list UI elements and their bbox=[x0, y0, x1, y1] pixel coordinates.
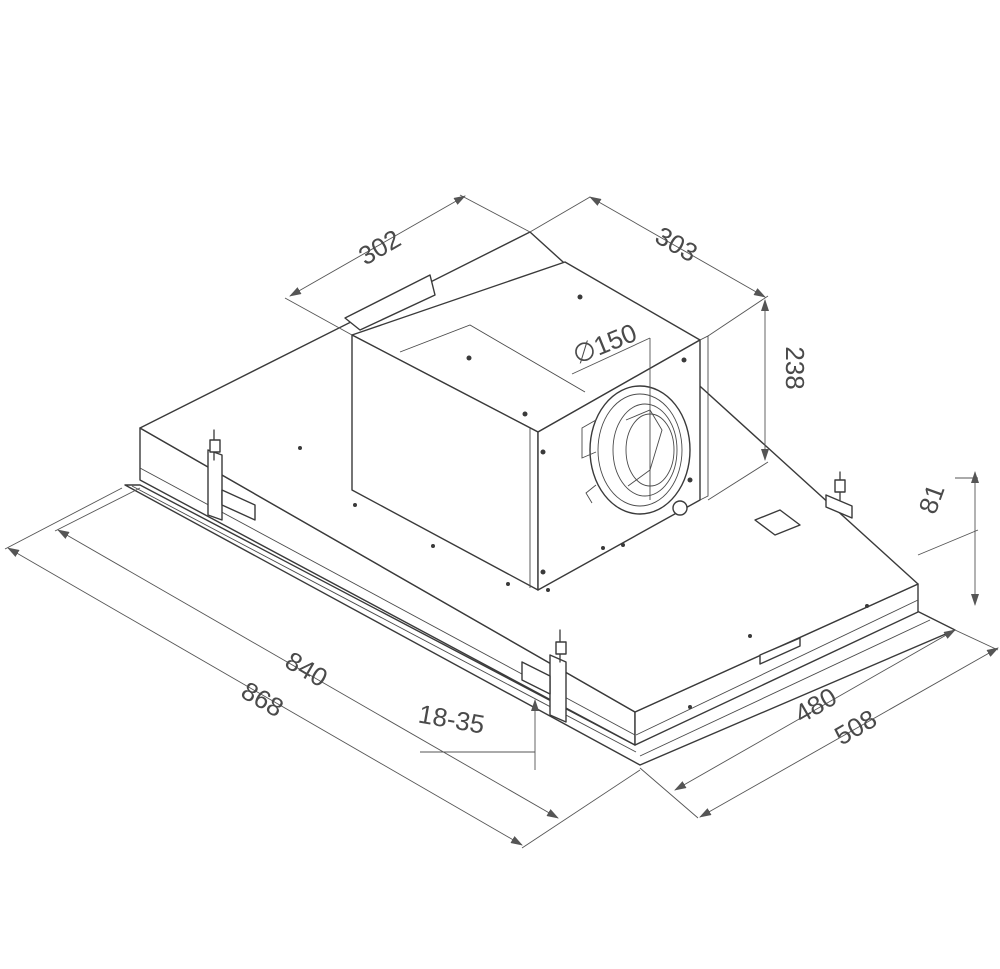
screw bbox=[466, 355, 472, 361]
label-width-outer: 868 bbox=[236, 675, 289, 723]
screw bbox=[688, 705, 692, 709]
motor-rear-flange bbox=[699, 335, 709, 501]
screw bbox=[298, 446, 302, 450]
label-motor-height: 238 bbox=[780, 346, 810, 389]
screw bbox=[687, 477, 693, 483]
label-width-inner: 840 bbox=[280, 645, 333, 693]
screw bbox=[681, 357, 687, 363]
valve-knob bbox=[672, 500, 688, 516]
bracket-left bbox=[207, 429, 256, 521]
motor-top-step bbox=[399, 324, 586, 393]
screw bbox=[353, 503, 357, 507]
label-cutout-range: 18-35 bbox=[416, 699, 487, 740]
screw bbox=[431, 544, 435, 548]
screw bbox=[601, 546, 605, 550]
control-panel bbox=[754, 509, 801, 536]
label-frame-height: 81 bbox=[913, 480, 951, 517]
bracket-right bbox=[825, 471, 853, 519]
screw bbox=[577, 294, 583, 300]
label-motor-depth: 303 bbox=[650, 220, 703, 268]
screw bbox=[506, 582, 510, 586]
screw bbox=[540, 569, 546, 575]
screw bbox=[522, 411, 528, 417]
label-depth-outer: 508 bbox=[829, 703, 882, 751]
screw bbox=[865, 604, 869, 608]
screw bbox=[540, 449, 546, 455]
dimension-lines bbox=[4, 194, 999, 849]
screw bbox=[621, 543, 625, 547]
duct-outlet bbox=[581, 385, 691, 515]
label-motor-width: 302 bbox=[353, 223, 406, 271]
motor-box bbox=[351, 261, 709, 591]
screw bbox=[546, 588, 550, 592]
screw bbox=[748, 634, 752, 638]
